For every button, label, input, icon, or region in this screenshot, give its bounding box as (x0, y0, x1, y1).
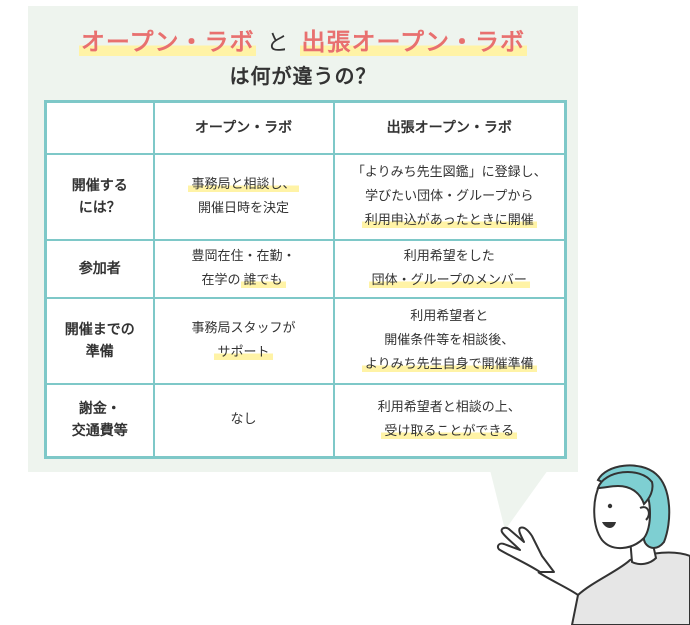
cell-text: 開催条件等を相談後、 (384, 332, 515, 348)
table-row: 参加者 豊岡在住・在勤・ 在学の誰でも 利用希望をした 団体・グループのメンバー (44, 238, 567, 299)
cell-text: 利用希望者と (410, 308, 489, 324)
cell-text: よりみち先生自身で開催準備 (361, 356, 537, 372)
row-label-line: 謝金・ (78, 401, 121, 418)
table-row: 謝金・ 交通費等 なし 利用希望者と相談の上、 受け取ることができる (44, 382, 567, 459)
cell-open-participants: 豊岡在住・在勤・ 在学の誰でも (152, 238, 335, 299)
table-row: 開催までの 準備 事務局スタッフが サポート 利用希望者と 開催条件等を相談後、… (44, 296, 567, 385)
header-outreach-lab: 出張オープン・ラボ (332, 100, 567, 155)
cell-text: 利用申込があったときに開催 (361, 212, 537, 228)
title-open-lab: オープン・ラボ (78, 28, 257, 56)
row-label-how-to-hold: 開催する には？ (44, 152, 155, 241)
cell-text: 事務局スタッフが (191, 320, 296, 336)
header-empty (44, 100, 155, 155)
header-open-lab: オープン・ラボ (152, 100, 335, 155)
row-label-fees: 謝金・ 交通費等 (44, 382, 155, 459)
cell-outreach-fees: 利用希望者と相談の上、 受け取ることができる (332, 382, 567, 459)
row-label-line: 交通費等 (71, 423, 128, 440)
table-row: 開催する には？ 事務局と相談し、 開催日時を決定 「よりみち先生図鑑」に登録し… (44, 152, 567, 241)
cell-text: 団体・グループのメンバー (368, 272, 530, 288)
cell-text: 「よりみち先生図鑑」に登録し、 (351, 164, 547, 180)
row-label-line: 準備 (85, 343, 114, 360)
row-label-line: 開催までの (64, 321, 135, 338)
comparison-table: オープン・ラボ 出張オープン・ラボ 開催する には？ 事務局と相談し、 開催日時… (44, 100, 567, 459)
cell-text: なし (230, 412, 257, 428)
page-title: オープン・ラボと出張オープン・ラボ (28, 22, 578, 57)
title-connector: と (266, 31, 290, 56)
cell-text: 学びたい団体・グループから (365, 188, 534, 204)
cell-text: サポート (214, 344, 273, 360)
cell-text: 開催日時を決定 (197, 200, 289, 216)
cell-text: 在学の (201, 272, 241, 288)
cell-text: 利用希望者と相談の上、 (377, 400, 521, 416)
cell-outreach-preparation: 利用希望者と 開催条件等を相談後、 よりみち先生自身で開催準備 (332, 296, 567, 385)
row-label-line: 参加者 (78, 260, 121, 277)
cell-text-highlight: 誰でも (240, 272, 286, 288)
cell-text: 豊岡在住・在勤・ (191, 248, 296, 264)
cell-text: 利用希望をした (403, 248, 495, 264)
cell-open-preparation: 事務局スタッフが サポート (152, 296, 335, 385)
cell-open-how-to-hold: 事務局と相談し、 開催日時を決定 (152, 152, 335, 241)
cell-open-fees: なし (152, 382, 335, 459)
cell-outreach-how-to-hold: 「よりみち先生図鑑」に登録し、 学びたい団体・グループから 利用申込があったとき… (332, 152, 567, 241)
row-label-preparation: 開催までの 準備 (44, 296, 155, 385)
row-label-line: には？ (78, 199, 121, 216)
cell-text: 受け取ることができる (381, 424, 518, 440)
row-label-line: 開催する (71, 177, 128, 194)
cell-text: 事務局と相談し、 (188, 176, 299, 192)
person-illustration (496, 464, 690, 625)
table-header-row: オープン・ラボ 出張オープン・ラボ (44, 100, 567, 155)
title-outreach-lab: 出張オープン・ラボ (299, 28, 528, 56)
cell-outreach-participants: 利用希望をした 団体・グループのメンバー (332, 238, 567, 299)
row-label-participants: 参加者 (44, 238, 155, 299)
page-subtitle: は何が違うの？ (229, 64, 377, 88)
